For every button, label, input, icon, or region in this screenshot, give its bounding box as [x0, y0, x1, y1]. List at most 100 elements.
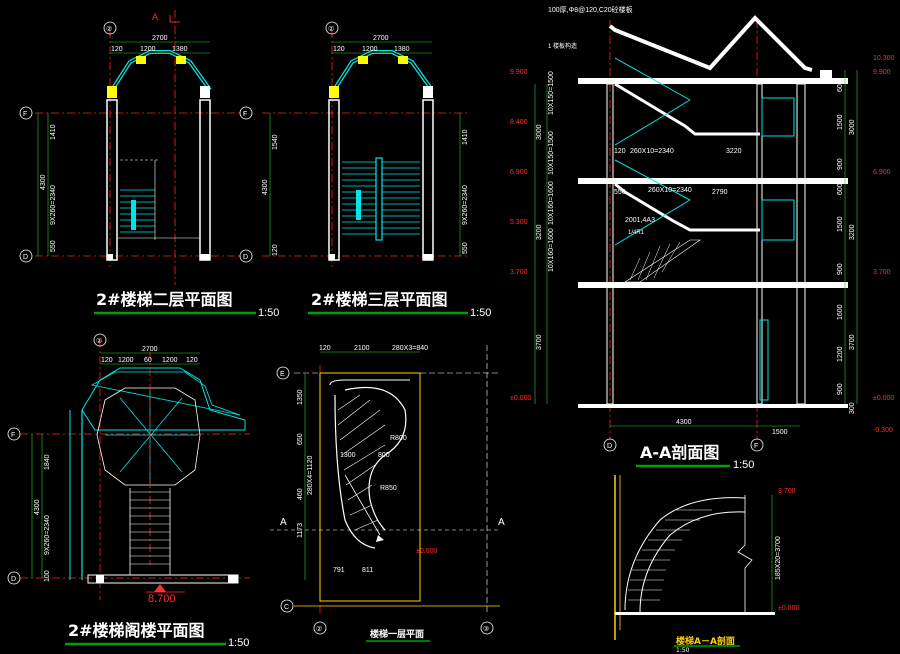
- dim-inner: 811: [362, 567, 373, 574]
- axis-label: D: [11, 576, 16, 583]
- dim-inner: 791: [333, 567, 345, 574]
- slab-note: 1 楼板构造: [548, 42, 577, 50]
- dim-right: 900: [837, 263, 844, 275]
- level-mark: 3.700: [510, 269, 528, 276]
- dim-left: 1350: [297, 389, 304, 405]
- section-mark: A: [498, 517, 505, 528]
- axis-label: D: [607, 443, 612, 450]
- axis-label: D: [23, 254, 28, 261]
- axis-label: F: [754, 443, 758, 450]
- level-mark: 6.900: [873, 169, 891, 176]
- dim-left: 10X160=1600: [548, 181, 555, 225]
- dim-right: 900: [837, 383, 844, 395]
- dim-top: 120: [111, 46, 123, 53]
- dim-top: 2100: [354, 345, 370, 352]
- dim-right: 1600: [837, 304, 844, 320]
- plan-scale: 1:50: [470, 307, 491, 319]
- dim-top: 1200: [362, 46, 378, 53]
- plan-third-floor: 2700 120 1200 1380 1540 4300 120 1410 9X…: [239, 21, 491, 319]
- axis-label: D: [243, 254, 248, 261]
- detail-scale: 1:50: [676, 647, 690, 654]
- level-mark: 6.900: [510, 169, 528, 176]
- dim-left: 4300: [262, 179, 269, 195]
- dim-top: 60: [144, 357, 152, 364]
- dim-left: 3700: [536, 334, 543, 350]
- dim-top: 120: [101, 357, 113, 364]
- plan-first-floor: ±0.000 120 2100 280X3=840 1350 650 460 2…: [270, 345, 505, 642]
- dim-left: 460: [297, 488, 304, 500]
- section-scale: 1:50: [733, 459, 754, 471]
- level-mark: 9.900: [873, 69, 891, 76]
- axis-label: F: [23, 111, 27, 118]
- dim-right: 600: [837, 80, 844, 92]
- dim-top: 2700: [142, 346, 158, 353]
- dim-top: 280X3=840: [392, 345, 428, 352]
- stair-section-detail: 185X20=3700 3.700 ±0.000 楼梯A－A剖面 1:50: [614, 475, 799, 654]
- dim-left: 1840: [44, 454, 51, 470]
- axis-label: F: [243, 111, 247, 118]
- axis-label: E: [280, 371, 285, 378]
- dim-right: 9X260=2340: [462, 185, 469, 225]
- detail-dim: 185X20=3700: [775, 536, 782, 580]
- dim-top: 2700: [152, 35, 168, 42]
- plan-scale: 1:50: [258, 307, 279, 319]
- level-mark: 8.400: [510, 119, 528, 126]
- plan-title: 2#楼梯阁楼平面图: [68, 621, 205, 640]
- plan-second-floor: 2700 120 1200 1380 1410 4300 9X260=2340 …: [19, 10, 279, 319]
- first-level: ±0.000: [416, 548, 437, 555]
- dim-left: 10X150=1500: [548, 131, 555, 175]
- axis-label: ②: [96, 337, 102, 345]
- section-title: A-A剖面图: [640, 443, 719, 462]
- dim-top: 1200: [140, 46, 156, 53]
- level-mark: 5.300: [510, 219, 528, 226]
- section-a-a: 10X150=1500 3000 10X150=1500 10X160=1600…: [510, 5, 895, 471]
- dim-bottom: 1500: [772, 429, 788, 436]
- plan-title: 2#楼梯二层平面图: [96, 290, 233, 309]
- plan-attic: 8.700 2700 120 1200 60 1200 120 1840 430…: [7, 333, 250, 649]
- attic-level: 8.700: [148, 593, 176, 605]
- dim-top: 1200: [162, 357, 178, 364]
- detail-level-top: 3.700: [778, 488, 796, 495]
- dim-right: 1500: [837, 216, 844, 232]
- plan-title: 楼梯一层平面: [370, 628, 424, 640]
- dim-left: 9X260=2340: [44, 515, 51, 555]
- level-mark: 10.300: [873, 55, 895, 62]
- slab-note: 100厚,Φ8@120,C20砼楼板: [548, 5, 633, 14]
- dim-left: 3200: [536, 224, 543, 240]
- dim-right: 1410: [462, 129, 469, 145]
- dim-inner: R800: [390, 435, 407, 442]
- axis-label: ②: [328, 25, 334, 33]
- dim-left: 4300: [34, 499, 41, 515]
- detail-title: 楼梯A－A剖面: [676, 635, 735, 647]
- dim-inner: 3220: [726, 148, 742, 155]
- dim-left: 9X260=2340: [50, 185, 57, 225]
- dim-bottom: 4300: [676, 419, 692, 426]
- axis-label: ②: [316, 625, 322, 633]
- beam-label: 2001,4A3: [625, 217, 655, 224]
- dim-top: 120: [333, 46, 345, 53]
- level-mark: 3.700: [873, 269, 891, 276]
- axis-label: ③: [483, 625, 489, 633]
- axis-label: F: [11, 432, 15, 439]
- detail-level-bottom: ±0.000: [778, 605, 799, 612]
- dim-top: 2700: [373, 35, 389, 42]
- dim-left: 650: [297, 433, 304, 445]
- axis-label: C: [284, 604, 289, 611]
- dim-top: 1380: [394, 46, 410, 53]
- level-mark: ±0.000: [873, 395, 894, 402]
- plan-scale: 1:50: [228, 637, 249, 649]
- dim-left: 10X160=1600: [548, 228, 555, 272]
- level-mark: ±0.000: [510, 395, 531, 402]
- plan-title: 2#楼梯三层平面图: [311, 290, 448, 309]
- dim-inner: 2790: [712, 189, 728, 196]
- dim-inner: 120: [614, 148, 626, 155]
- dim-left: 1173: [297, 523, 304, 538]
- dim-inner: 1300: [340, 452, 356, 459]
- dim-left: 1540: [272, 134, 279, 150]
- dim-top: 120: [319, 345, 331, 352]
- dim-inner: 800: [378, 452, 390, 459]
- dim-right: 3200: [849, 224, 856, 240]
- dim-left: 120: [272, 244, 279, 256]
- levels-left: 9.900 8.400 6.900 5.300 3.700 ±0.000: [510, 69, 531, 402]
